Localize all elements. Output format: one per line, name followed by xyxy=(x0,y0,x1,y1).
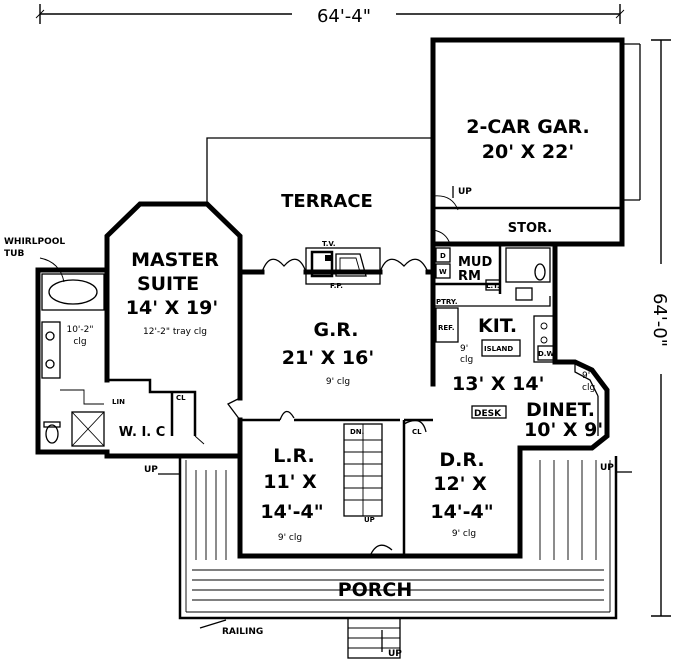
mud-room-1: MUD xyxy=(458,255,492,270)
terrace: TERRACE xyxy=(206,137,433,212)
bath-ceiling-2: clg xyxy=(73,337,86,347)
master-bath: WHIRLPOOL TUB 10'-2" clg xyxy=(4,237,105,447)
kitchen-area: D W MUD RM L.T. PTRY. REF. D.W. KIT. ISL… xyxy=(432,229,556,395)
linen-label: LIN xyxy=(112,398,125,406)
dinette-ceiling-2: clg xyxy=(582,383,595,393)
depth-dimension: 64'-0" xyxy=(649,39,672,617)
master-name-2: SUITE xyxy=(137,273,199,295)
living-size-1: 11' X xyxy=(263,471,317,493)
kitchen-ceiling-2: clg xyxy=(460,355,473,365)
dining-room: CL D.R. 12' X 14'-4" 9' clg xyxy=(402,419,494,556)
steps-up-label: UP xyxy=(388,649,402,659)
ref-label: REF. xyxy=(438,324,455,332)
kitchen-ceiling-1: 9' xyxy=(460,344,468,354)
tv-label: T.V. xyxy=(322,240,336,248)
storage-name: STOR. xyxy=(508,221,552,236)
living-room: L.R. 11' X 14'-4" 9' clg DN. UP xyxy=(260,423,393,557)
dryer-label: D xyxy=(440,252,446,260)
kitchen-size: 13' X 14' xyxy=(452,373,544,395)
washer-label: W xyxy=(439,268,447,276)
great-room-name: G.R. xyxy=(313,319,358,341)
porch: PORCH UP UP UP RAILING xyxy=(144,456,632,659)
great-room-ceiling: 9' clg xyxy=(326,377,350,387)
master-closet-label: CL xyxy=(176,394,186,402)
living-size-2: 14'-4" xyxy=(260,501,323,523)
porch-name: PORCH xyxy=(338,579,413,601)
living-name: L.R. xyxy=(273,445,315,467)
dining-size-2: 14'-4" xyxy=(430,501,493,523)
bath-ceiling-1: 10'-2" xyxy=(66,325,93,335)
mud-room-2: RM xyxy=(458,269,481,284)
dining-closet-label: CL xyxy=(412,428,422,436)
whirlpool-label-1: WHIRLPOOL xyxy=(4,237,65,247)
master-suite: MASTER SUITE 14' X 19' 12'-2" tray clg W… xyxy=(107,249,241,445)
stair-up-label: UP xyxy=(364,516,375,524)
width-dimension-label: 64'-4" xyxy=(317,6,371,27)
garage-up-label: UP xyxy=(458,187,472,197)
dining-ceiling: 9' clg xyxy=(452,529,476,539)
island-label: ISLAND xyxy=(484,345,513,353)
width-dimension: 64'-4" xyxy=(35,4,625,27)
lt-label: L.T. xyxy=(486,282,500,290)
railing-label: RAILING xyxy=(222,627,263,637)
whirlpool-label-2: TUB xyxy=(4,249,24,259)
terrace-name: TERRACE xyxy=(281,191,373,212)
desk-label: DESK xyxy=(474,409,502,419)
main-house-walls xyxy=(35,201,610,559)
porch-up-right: UP xyxy=(600,463,614,473)
wic-label: W. I. C xyxy=(119,425,166,440)
dining-size-1: 12' X xyxy=(433,473,487,495)
depth-dimension-label: 64'-0" xyxy=(649,293,670,347)
dinette-size: 10' X 9' xyxy=(524,419,603,441)
great-room: T.V. F.P. G.R. 21' X 16' 9' clg xyxy=(240,240,433,422)
garage-name: 2-CAR GAR. xyxy=(466,116,590,138)
fireplace-label: F.P. xyxy=(330,282,343,290)
dinette: 9' clg DINET. 10' X 9' DESK xyxy=(471,362,603,441)
pantry-label: PTRY. xyxy=(436,298,457,306)
master-size: 14' X 19' xyxy=(126,297,218,319)
dishwasher-label: D.W. xyxy=(538,350,556,358)
dinette-name: DINET. xyxy=(526,399,595,421)
master-ceiling: 12'-2" tray clg xyxy=(143,327,207,337)
master-name-1: MASTER xyxy=(131,249,219,271)
great-room-size: 21' X 16' xyxy=(282,347,374,369)
kitchen-name: KIT. xyxy=(478,315,517,337)
porch-up-left: UP xyxy=(144,465,158,475)
garage: UP 2-CAR GAR. 20' X 22' STOR. xyxy=(430,37,641,247)
dining-name: D.R. xyxy=(439,449,484,471)
living-ceiling: 9' clg xyxy=(278,533,302,543)
stair-down-label: DN. xyxy=(350,428,364,436)
garage-size: 20' X 22' xyxy=(482,141,574,163)
dinette-ceiling-1: 9' xyxy=(582,371,590,381)
